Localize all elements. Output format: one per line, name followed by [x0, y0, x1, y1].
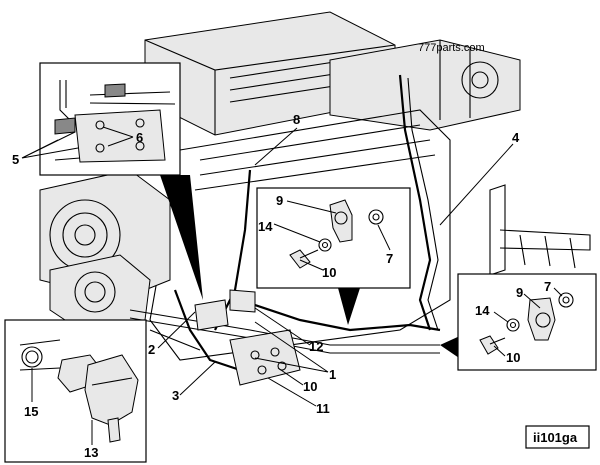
callout-14-right: 14 [475, 303, 490, 318]
callout-2: 2 [148, 342, 155, 357]
inset-top-left [39, 62, 181, 176]
inset-right [457, 273, 597, 371]
callout-6: 6 [136, 130, 143, 145]
callout-10-lower: 10 [303, 379, 317, 394]
leader-lines [21, 126, 563, 445]
callout-4: 4 [512, 130, 520, 145]
callout-9-middle: 9 [276, 193, 283, 208]
callout-3: 3 [172, 388, 179, 403]
callout-5: 5 [12, 152, 19, 167]
callout-11: 11 [316, 401, 330, 416]
callout-14-middle: 14 [258, 219, 273, 234]
callout-15: 15 [24, 404, 38, 419]
figure-code-box [525, 425, 590, 449]
callout-10-right: 10 [506, 350, 520, 365]
callout-10-middle: 10 [322, 265, 336, 280]
callout-7-middle: 7 [386, 251, 393, 266]
callout-12: 12 [309, 339, 323, 354]
callout-13: 13 [84, 445, 98, 460]
detail-pointer-wedge [160, 175, 203, 300]
callout-9-right: 9 [516, 285, 523, 300]
watermark-text: 777parts.com [418, 42, 485, 54]
figure-code: ii101ga [533, 430, 578, 445]
inset-bottom-left [4, 319, 147, 463]
detail-pointer-wedge [440, 335, 462, 360]
engine-block-art [39, 11, 591, 386]
callout-7-right: 7 [544, 279, 551, 294]
detail-pointer-wedge [338, 288, 360, 325]
callout-8: 8 [293, 112, 300, 127]
callout-1: 1 [329, 367, 336, 382]
